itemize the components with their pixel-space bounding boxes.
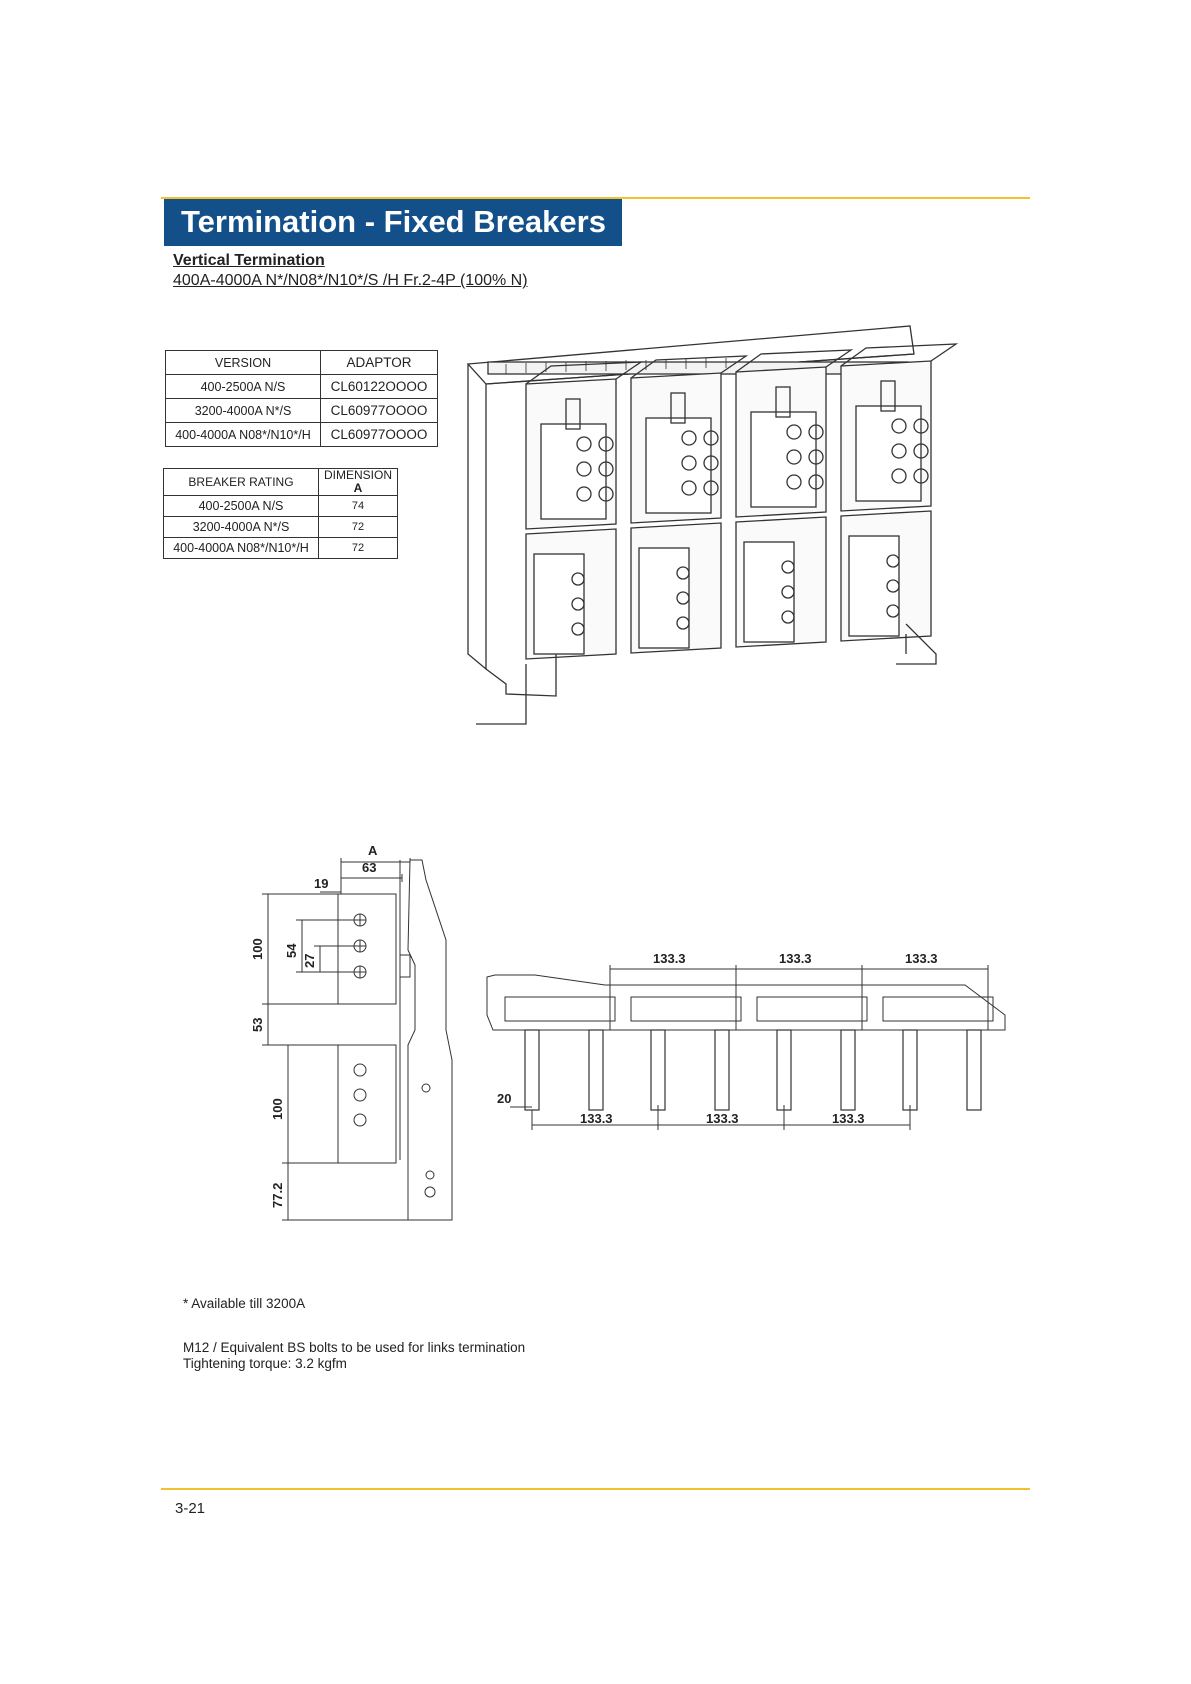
dim-label-63: 63: [362, 860, 376, 875]
spacing-top-3: 133.3: [905, 951, 938, 966]
dim-label-100-upper: 100: [250, 938, 265, 960]
table-cell: 400-2500A N/S: [165, 374, 321, 399]
top-dimension-drawing: 133.3 133.3 133.3 133.3 133.3 133.3 20: [486, 951, 1006, 1130]
table-header-sub: A: [353, 481, 363, 495]
side-dimension-drawing: A 63 19 100 54 27 53 100 77.2: [250, 843, 453, 1221]
table-header-text: DIMENSION: [323, 468, 392, 482]
spacing-top-2: 133.3: [779, 951, 812, 966]
offset-label: 20: [497, 1091, 511, 1106]
table-cell: 3200-4000A N*/S: [163, 516, 319, 538]
table-cell: 400-4000A N08*/N10*/H: [165, 422, 321, 447]
table-row: 3200-4000A N*/S 72: [163, 516, 398, 538]
table-header-cell: VERSION: [165, 350, 321, 375]
bolts-note: M12 / Equivalent BS bolts to be used for…: [183, 1340, 526, 1355]
dim-label-100-lower: 100: [270, 1098, 285, 1120]
table-cell: 400-4000A N08*/N10*/H: [163, 537, 319, 559]
table-cell: CL60122OOOO: [320, 374, 438, 399]
spacing-top-1: 133.3: [653, 951, 686, 966]
table-header-row: VERSION ADAPTOR: [165, 350, 438, 375]
page-title: Termination - Fixed Breakers: [181, 204, 606, 239]
table-row: 400-2500A N/S CL60122OOOO: [165, 374, 438, 399]
breaker-isometric-drawing: [466, 325, 957, 725]
table-cell: CL60977OOOO: [320, 422, 438, 447]
table-row: 400-2500A N/S 74: [163, 495, 398, 517]
availability-note: * Available till 3200A: [183, 1296, 306, 1311]
dim-label-53: 53: [250, 1018, 265, 1032]
table-cell: 400-2500A N/S: [163, 495, 319, 517]
adaptor-table: VERSION ADAPTOR 400-2500A N/S CL60122OOO…: [165, 350, 438, 447]
table-cell: 72: [318, 516, 398, 538]
section-heading: Vertical Termination: [173, 252, 325, 269]
page-title-banner: Termination - Fixed Breakers: [164, 199, 622, 246]
table-row: 400-4000A N08*/N10*/H 72: [163, 537, 398, 559]
spacing-bottom-1: 133.3: [580, 1111, 613, 1126]
table-cell: 74: [318, 495, 398, 517]
table-cell: CL60977OOOO: [320, 398, 438, 423]
dim-label-77-2: 77.2: [270, 1183, 285, 1208]
table-cell: 72: [318, 537, 398, 559]
footer-rule: [161, 1488, 1030, 1490]
page-number: 3-21: [175, 1500, 206, 1517]
table-cell: 3200-4000A N*/S: [165, 398, 321, 423]
dim-label-54: 54: [284, 943, 299, 958]
spacing-bottom-3: 133.3: [832, 1111, 865, 1126]
dim-label-27: 27: [302, 954, 317, 968]
spacing-bottom-2: 133.3: [706, 1111, 739, 1126]
dim-label-19: 19: [314, 876, 328, 891]
header-rule: [161, 197, 1030, 199]
table-row: 3200-4000A N*/S CL60977OOOO: [165, 398, 438, 423]
table-header-cell: ADAPTOR: [320, 350, 438, 375]
table-row: 400-4000A N08*/N10*/H CL60977OOOO: [165, 422, 438, 447]
section-subheading: 400A-4000A N*/N08*/N10*/S /H Fr.2-4P (10…: [173, 272, 528, 289]
table-header-cell: BREAKER RATING: [163, 468, 319, 496]
torque-note: Tightening torque: 3.2 kgfm: [183, 1356, 347, 1371]
dim-label-a: A: [368, 843, 378, 858]
